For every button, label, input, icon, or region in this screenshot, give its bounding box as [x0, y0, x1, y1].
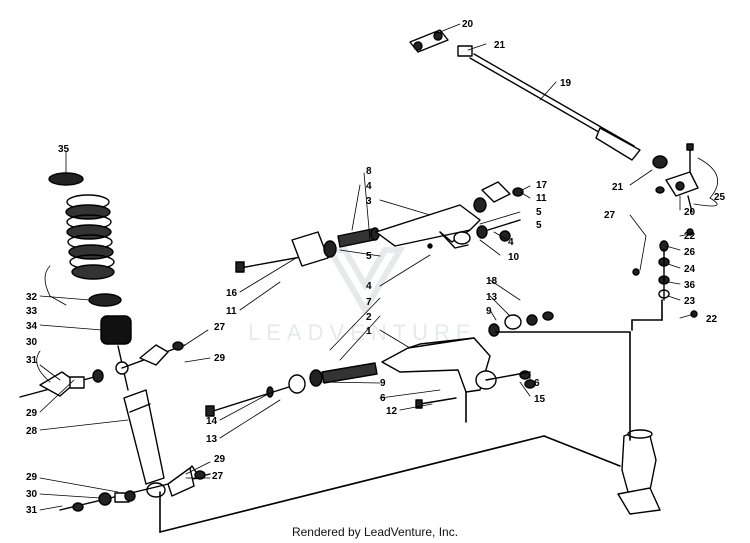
coil-spring	[65, 194, 115, 280]
callout-label: 21	[494, 40, 506, 51]
callout-label: 29	[26, 472, 38, 483]
callout-label: 19	[560, 78, 572, 89]
callout-label: 22	[706, 314, 718, 325]
callout-label: 27	[212, 471, 224, 482]
callout-label: 30	[26, 489, 38, 500]
callout-label: 29	[214, 353, 226, 364]
callout-label: 9	[486, 306, 492, 317]
callout-label: 4	[366, 281, 372, 292]
callout-label: 6	[380, 393, 386, 404]
callout-label: 14	[206, 416, 218, 427]
connector-lines	[159, 299, 663, 533]
callout-label: 27	[214, 322, 226, 333]
callout-label: 24	[684, 264, 696, 275]
callout-label: 32	[26, 292, 38, 303]
callout-label: 30	[26, 337, 38, 348]
callout-label: 22	[684, 231, 696, 242]
callout-label: 10	[508, 252, 520, 263]
watermark: LEADVENTURE	[248, 247, 477, 345]
callout-label: 5	[536, 207, 542, 218]
callout-label: 5	[366, 251, 372, 262]
callout-labels: 35 32 33 34 30 31 29 28 29 30 31 27 29 2…	[26, 19, 726, 516]
callout-label: 26	[684, 247, 696, 258]
callout-label: 21	[612, 182, 624, 193]
callout-label: 13	[486, 292, 498, 303]
callout-label: 31	[26, 505, 38, 516]
callout-label: 3	[366, 196, 372, 207]
callout-label: 29	[214, 454, 226, 465]
callout-label: 4	[508, 237, 514, 248]
callout-label: 2	[366, 312, 372, 323]
callout-label: 35	[58, 144, 70, 155]
callout-label: 23	[684, 296, 696, 307]
spindle	[617, 429, 661, 515]
tie-rod-assembly	[409, 29, 699, 318]
callout-label: 29	[26, 408, 38, 419]
callout-label: 1	[366, 326, 372, 337]
callout-label: 13	[206, 434, 218, 445]
callout-label: 4	[366, 181, 372, 192]
callout-label: 17	[536, 180, 548, 191]
watermark-text: LEADVENTURE	[248, 320, 477, 345]
callout-label: 27	[604, 210, 616, 221]
callout-label: 6	[534, 378, 540, 389]
callout-label: 11	[226, 306, 237, 317]
callout-label: 9	[380, 378, 386, 389]
callout-label: 36	[684, 280, 696, 291]
callout-label: 20	[462, 19, 474, 30]
upper-a-arm-assembly	[235, 181, 524, 273]
callout-label: 15	[534, 394, 546, 405]
callout-leaders	[36, 23, 719, 511]
callout-label: 8	[366, 166, 372, 177]
callout-label: 20	[684, 207, 696, 218]
lower-a-arm-assembly	[205, 311, 554, 417]
callout-label: 11	[536, 193, 547, 204]
callout-label: 28	[26, 426, 38, 437]
callout-label: 12	[386, 406, 398, 417]
callout-label: 34	[26, 321, 38, 332]
callout-label: 16	[226, 288, 238, 299]
footer-credit: Rendered by LeadVenture, Inc.	[291, 525, 459, 539]
callout-label: 33	[26, 306, 38, 317]
callout-label: 25	[714, 192, 726, 203]
callout-label: 18	[486, 276, 498, 287]
callout-label: 5	[536, 220, 542, 231]
shock-absorber-assembly	[19, 172, 211, 512]
callout-label: 7	[366, 297, 372, 308]
callout-label: 31	[26, 355, 38, 366]
